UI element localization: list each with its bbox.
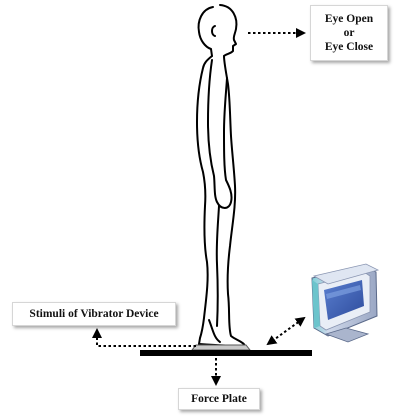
arrow-monitor-plate [268,318,304,344]
force-plate-text: Force Plate [191,392,247,406]
person-icon [197,5,245,346]
eye-close-text: Eye Close [325,40,373,54]
eye-or-text: or [344,26,355,40]
stimuli-text: Stimuli of Vibrator Device [29,307,158,321]
eye-condition-label: Eye Open or Eye Close [310,5,388,61]
force-plate-label: Force Plate [178,388,260,410]
stimuli-label: Stimuli of Vibrator Device [12,302,176,326]
computer-monitor-icon [312,264,378,342]
eye-open-text: Eye Open [325,12,373,26]
arrow-plate-to-stimuli [97,330,196,346]
